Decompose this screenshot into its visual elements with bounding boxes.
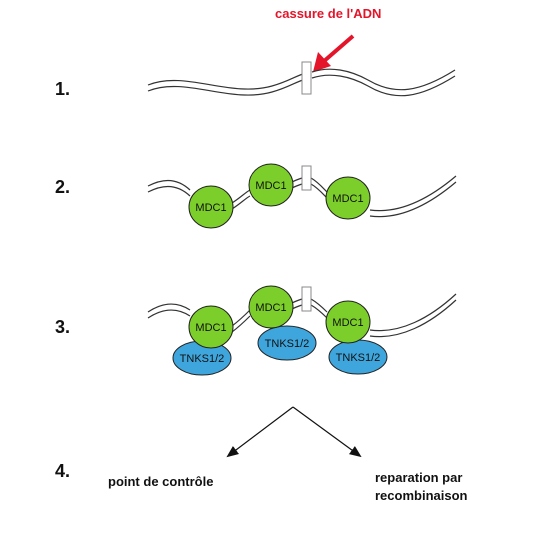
tnks-step3-right: TNKS1/2	[328, 339, 388, 375]
dna-strand-step-1	[147, 68, 456, 97]
mdc1-label: MDC1	[332, 317, 363, 329]
tnks-label: TNKS1/2	[336, 352, 381, 364]
step-2-number: 2.	[55, 177, 70, 197]
dna-break-gap-3	[301, 286, 312, 312]
mdc1-step2-right: MDC1	[325, 176, 371, 220]
mdc1-step3-left: MDC1	[188, 305, 234, 349]
tnks-label: TNKS1/2	[180, 353, 225, 365]
mdc1-label: MDC1	[195, 202, 226, 214]
step-3-number: 3.	[55, 317, 70, 337]
break-label: cassure de l'ADN	[275, 6, 381, 21]
break-arrow	[313, 34, 355, 72]
mdc1-step2-center: MDC1	[248, 163, 294, 207]
arrow-to-repair	[292, 406, 362, 458]
mdc1-step3-center: MDC1	[248, 285, 294, 329]
mdc1-step2-left: MDC1	[188, 185, 234, 229]
step-1-number: 1.	[55, 79, 70, 99]
tnks-label: TNKS1/2	[265, 338, 310, 350]
step-4-number: 4.	[55, 461, 70, 481]
dna-strand-step-3	[147, 293, 457, 338]
mdc1-label: MDC1	[332, 193, 363, 205]
dna-break-gap-1	[301, 61, 312, 95]
outcome-repair-line2: recombinaison	[375, 488, 468, 503]
dna-strand-step-2	[147, 175, 457, 218]
arrow-to-checkpoint	[226, 406, 294, 458]
mdc1-label: MDC1	[255, 302, 286, 314]
tnks-step3-left: TNKS1/2	[172, 340, 232, 376]
dna-break-gap-2	[301, 165, 312, 191]
mdc1-label: MDC1	[195, 322, 226, 334]
mdc1-step3-right: MDC1	[325, 300, 371, 344]
outcome-checkpoint: point de contrôle	[108, 474, 213, 489]
outcome-repair-line1: reparation par	[375, 470, 462, 485]
tnks-step3-center: TNKS1/2	[257, 325, 317, 361]
mdc1-label: MDC1	[255, 180, 286, 192]
